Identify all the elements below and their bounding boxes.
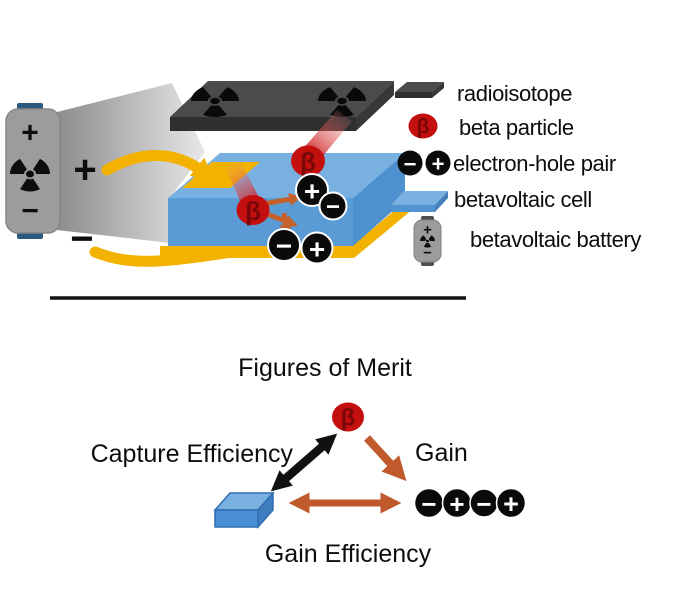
beta-particle-circle <box>332 402 364 432</box>
icon-top-face <box>395 82 444 92</box>
negative-terminal-label: − <box>70 217 93 261</box>
icon-right-face <box>432 82 444 98</box>
radioisotope-slab-icon <box>395 82 444 98</box>
hole-circle <box>495 487 527 519</box>
burst-arrow <box>266 211 298 228</box>
capture-efficiency-label: Capture Efficiency <box>91 440 294 468</box>
icon-right-face <box>435 191 448 212</box>
legend-label-electron-hole-pair: electron-hole pair <box>453 151 616 176</box>
cell-bottom-contact <box>160 195 419 258</box>
beta-particle-circle <box>291 145 325 177</box>
beta-particle-node: β <box>332 402 364 432</box>
minus-symbol: − <box>276 231 292 262</box>
figures-of-merit-title: Figures of Merit <box>238 354 412 382</box>
electron-hole-pairs: + − − + <box>267 173 348 265</box>
minus-symbol: − <box>326 194 340 221</box>
beta-particle: β <box>236 195 270 226</box>
hole-circle <box>300 231 334 265</box>
beta-particle-circle <box>236 195 270 225</box>
legend-row-radioisotope: radioisotope <box>395 81 573 106</box>
capture-efficiency-arrow <box>270 433 338 492</box>
legend-label-beta-particle: beta particle <box>459 115 574 140</box>
electron-hole-pairs-node: − + − + <box>413 487 527 519</box>
hole-circle <box>425 150 451 176</box>
plus-symbol: + <box>309 234 325 265</box>
icon-front-face <box>391 205 435 212</box>
battery-minus-label: − <box>423 245 432 262</box>
icon-front-face <box>214 509 259 528</box>
beta-symbol: β <box>341 405 356 432</box>
betavoltaic-battery-icon: + − <box>413 216 442 266</box>
electron-hole-pair-icon: − + <box>397 150 451 177</box>
battery-minus-label: − <box>21 195 39 228</box>
battery-body <box>5 108 61 234</box>
betavoltaic-cell-node <box>213 491 275 529</box>
minus-symbol: − <box>404 152 417 177</box>
electron-circle <box>318 191 348 221</box>
battery-plus-label: + <box>21 117 39 150</box>
electron-circle <box>267 228 301 262</box>
radioisotope-front-face <box>170 117 356 131</box>
plus-symbol: + <box>432 152 445 177</box>
battery-schematic: + − + − <box>5 81 419 267</box>
gain-efficiency-label: Gain Efficiency <box>265 540 432 568</box>
icon-right-face <box>257 491 274 529</box>
minus-symbol: − <box>421 489 436 519</box>
betavoltaic-battery-icon-large: + − <box>5 103 61 239</box>
beta-particle: β <box>291 145 325 177</box>
legend-label-radioisotope: radioisotope <box>457 81 572 106</box>
hole-circle <box>295 173 329 207</box>
beta-particle-icon: β <box>408 113 438 139</box>
beta-symbol: β <box>300 147 316 177</box>
gain-arrow <box>364 435 407 482</box>
plus-symbol: + <box>304 176 320 207</box>
betavoltaic-cell-icon <box>391 191 448 212</box>
beta-particle-circle <box>408 113 438 139</box>
legend: radioisotope β beta particle − + electro… <box>391 81 642 266</box>
positive-wire <box>101 150 215 182</box>
plus-symbol: + <box>449 489 464 519</box>
legend-row-betavoltaic-cell: betavoltaic cell <box>391 187 592 212</box>
icon-front-face <box>395 92 432 98</box>
gain-label: Gain <box>415 439 468 467</box>
positive-terminal-label: + <box>73 148 96 192</box>
legend-label-betavoltaic-cell: betavoltaic cell <box>454 187 592 212</box>
minus-symbol: − <box>476 489 491 519</box>
legend-row-electron-hole-pair: − + electron-hole pair <box>397 150 616 177</box>
beta-symbol: β <box>417 116 430 139</box>
cell-right-face <box>353 153 405 246</box>
plus-symbol: + <box>503 489 519 519</box>
legend-row-betavoltaic-battery: + − betavoltaic battery <box>413 216 642 266</box>
figures-of-merit-diagram: Figures of Merit β − + − + <box>91 354 527 568</box>
legend-row-beta-particle: β beta particle <box>408 113 574 140</box>
beta-symbol: β <box>245 196 261 226</box>
electron-circle <box>397 150 423 176</box>
burst-arrow <box>262 192 303 207</box>
battery-plus-label: + <box>423 222 432 239</box>
legend-label-betavoltaic-battery: betavoltaic battery <box>470 227 641 252</box>
radioisotope-right-face <box>356 81 394 131</box>
icon-top-face <box>391 191 448 205</box>
radioisotope-slab <box>170 81 394 131</box>
